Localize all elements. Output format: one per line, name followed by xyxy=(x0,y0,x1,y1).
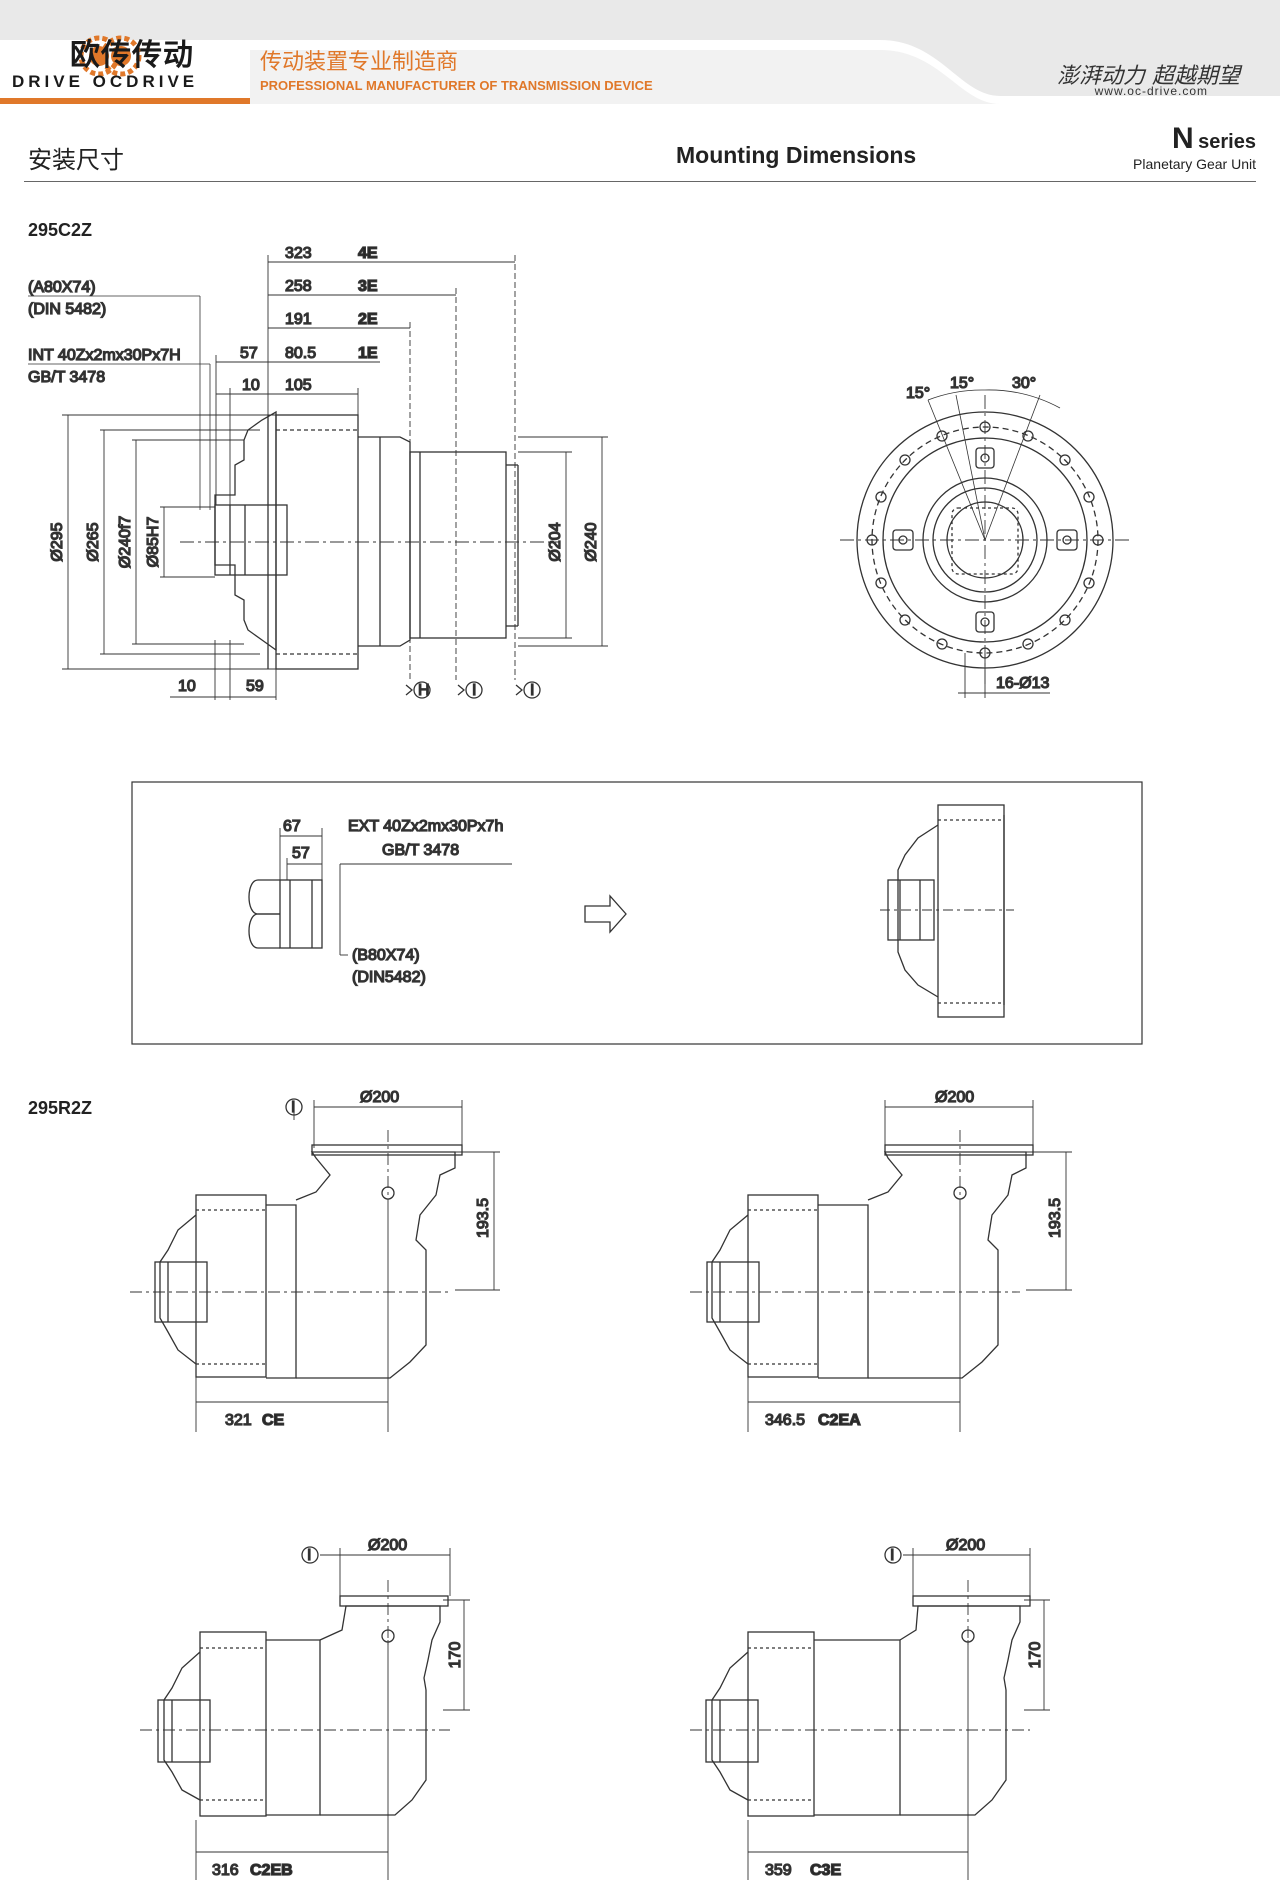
dim-bottom-10: 10 xyxy=(178,678,196,695)
dim-80-5: 80.5 xyxy=(285,345,316,362)
dim-tag-1e: 1E xyxy=(358,345,378,362)
mark-i-c3e: I xyxy=(890,1547,894,1564)
front-lug-top-icon xyxy=(975,447,995,469)
dim-tag-2e: 2E xyxy=(358,311,378,328)
section-title-cn: 安装尺寸 xyxy=(28,146,124,174)
ext-spline: EXT 40Zx2mx30Px7h xyxy=(348,818,503,835)
mark-i-c2eb: I xyxy=(307,1547,311,1564)
c2z-side-view: 323 4E 258 3E 191 2E 57 80.5 1E 10 105 (… xyxy=(27,244,608,700)
c2ea-tag: C2EA xyxy=(818,1412,861,1429)
spline-a: (A80X74) xyxy=(28,279,96,296)
spline-a-std: (DIN 5482) xyxy=(28,301,106,318)
dim-dia-85h7: Ø85H7 xyxy=(145,517,162,568)
mark-i-c3e-icon xyxy=(884,1546,902,1564)
ext-spline-panel: 67 57 EXT 40Zx2mx30Px7h GB/T 3478 (B80X7… xyxy=(131,781,1143,1045)
r2z-c3e-view: I Ø200 170 359 C3E xyxy=(690,1536,1050,1880)
header-band xyxy=(0,0,1280,104)
mount-marker-i2-icon xyxy=(515,681,541,699)
model-295c2z: 295C2Z xyxy=(28,220,93,240)
dim-10: 10 xyxy=(242,377,260,394)
ce-dia-200: Ø200 xyxy=(360,1089,399,1106)
c2ea-dia-200: Ø200 xyxy=(935,1089,974,1106)
dim-tag-3e: 3E xyxy=(358,278,378,295)
mark-h: H xyxy=(418,682,430,699)
dim-bottom-59: 59 xyxy=(246,678,264,695)
logo-text-cn: 欧传传动 xyxy=(70,38,194,73)
ext-spline-b: (B80X74) xyxy=(352,947,420,964)
model-295r2z: 295R2Z xyxy=(28,1098,93,1118)
c3e-length: 359 xyxy=(765,1862,792,1879)
ext-unit-drawing xyxy=(880,804,1014,1018)
c2eb-tag: C2EB xyxy=(250,1862,293,1879)
holes-spec: 16-Ø13 xyxy=(996,675,1049,692)
c3e-dia-200: Ø200 xyxy=(946,1537,985,1554)
c2eb-height: 170 xyxy=(447,1642,464,1669)
mark-i-ce-icon xyxy=(285,1098,303,1116)
c2eb-dia-200: Ø200 xyxy=(368,1537,407,1554)
dim-57: 57 xyxy=(240,345,258,362)
mount-marker-i-icon xyxy=(457,681,483,699)
ce-tag: CE xyxy=(262,1412,285,1429)
tagline-cn: 传动装置专业制造商 xyxy=(260,50,459,75)
c2ea-height: 193.5 xyxy=(1047,1198,1064,1238)
dim-dia-240f7: Ø240f7 xyxy=(117,516,134,569)
dim-323: 323 xyxy=(285,245,312,262)
spline-int: INT 40Zx2mx30Px7H xyxy=(28,347,181,364)
ext-spline-b-std: (DIN5482) xyxy=(352,969,426,986)
dim-191: 191 xyxy=(285,311,312,328)
angle-15a: 15° xyxy=(906,385,930,402)
c2z-front-view: 15° 15° 30° 16-Ø13 xyxy=(840,374,1130,698)
mark-i-ce: I xyxy=(291,1099,295,1116)
ext-dim-57: 57 xyxy=(292,845,310,862)
c2ea-length: 346.5 xyxy=(765,1412,805,1429)
bolt-holes-icon xyxy=(866,421,1104,659)
dim-dia-240: Ø240 xyxy=(583,522,600,561)
series-letter: N xyxy=(1172,122,1194,155)
logo-gear-icon xyxy=(78,35,142,77)
dim-dia-295: Ø295 xyxy=(49,522,66,561)
front-lug-left-icon xyxy=(892,529,914,551)
series-word: series xyxy=(1198,131,1256,153)
dim-dia-265: Ø265 xyxy=(85,522,102,561)
arrow-right-icon xyxy=(584,894,627,934)
series-subtitle: Planetary Gear Unit xyxy=(1133,156,1256,172)
front-lug-right-icon xyxy=(1056,529,1078,551)
ext-spline-std: GB/T 3478 xyxy=(382,842,459,859)
c3e-height: 170 xyxy=(1027,1642,1044,1669)
mark-i-a: I xyxy=(472,682,476,699)
ext-dim-67: 67 xyxy=(283,818,301,835)
section-title-en: Mounting Dimensions xyxy=(676,142,917,168)
header-rule xyxy=(24,181,1256,182)
dim-tag-4e: 4E xyxy=(358,245,378,262)
r2z-c2eb-view: I Ø200 170 316 C2EB xyxy=(140,1536,470,1880)
website-url[interactable]: www.oc-drive.com xyxy=(1094,84,1208,98)
mount-marker-h-icon xyxy=(405,681,431,699)
mark-i-c2eb-icon xyxy=(301,1546,319,1564)
ce-length: 321 xyxy=(225,1412,252,1429)
ce-height: 193.5 xyxy=(475,1198,492,1238)
angle-30: 30° xyxy=(1012,375,1036,392)
tagline-en: PROFESSIONAL MANUFACTURER OF TRANSMISSIO… xyxy=(260,78,653,93)
c3e-tag: C3E xyxy=(810,1862,841,1879)
slogan: 澎湃动力 超越期望 xyxy=(1057,64,1240,89)
mark-i-b: I xyxy=(530,682,534,699)
front-lug-bottom-icon xyxy=(975,611,995,633)
dim-258: 258 xyxy=(285,278,312,295)
r2z-ce-view: I Ø200 193.5 321 CE xyxy=(130,1088,500,1432)
angle-15b: 15° xyxy=(950,375,974,392)
r2z-c2ea-view: Ø200 193.5 346.5 C2EA xyxy=(690,1088,1072,1432)
series-badge: N series Planetary Gear Unit xyxy=(1133,122,1256,172)
spline-int-std: GB/T 3478 xyxy=(28,369,105,386)
page-header: 欧传传动 DRIVE OCDRIVE 传动装置专业制造商 PROFESSIONA… xyxy=(0,0,1280,110)
logo-text-en: DRIVE OCDRIVE xyxy=(12,72,199,91)
c2eb-length: 316 xyxy=(212,1862,239,1879)
dim-dia-204: Ø204 xyxy=(547,522,564,561)
dim-105: 105 xyxy=(285,377,312,394)
